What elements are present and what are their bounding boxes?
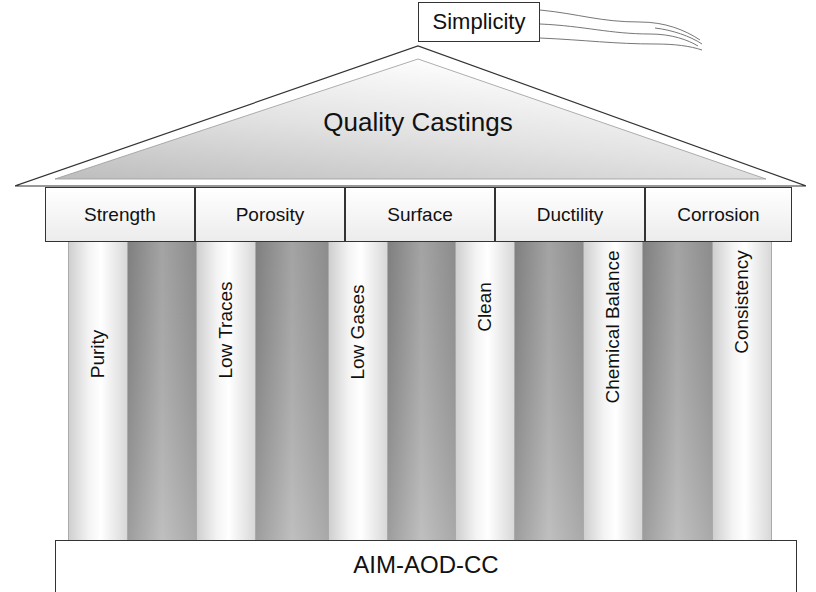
entablature-box: Surface: [345, 187, 495, 242]
base-label: AIM-AOD-CC: [56, 551, 796, 579]
entablature-box: Strength: [45, 187, 195, 242]
column-label: Low Traces: [196, 242, 256, 540]
roof-triangle: Quality Castings: [15, 45, 806, 187]
roof-edge: [15, 46, 806, 186]
plain-columns: [128, 242, 712, 540]
column-text: Purity: [87, 330, 109, 379]
flag-tail: [540, 10, 702, 50]
column-text: Clean: [474, 282, 496, 332]
box-label: Porosity: [236, 204, 305, 226]
flag-line: [540, 10, 700, 40]
entablature-box: Corrosion: [645, 187, 792, 242]
flag-line: [655, 28, 702, 44]
column-label: Purity: [68, 242, 128, 540]
box-label: Surface: [387, 204, 452, 226]
column-text: Low Gases: [347, 284, 369, 379]
column-shading: [128, 242, 712, 540]
column-label: Clean: [455, 242, 515, 540]
column-text: Chemical Balance: [602, 250, 624, 403]
roof-label: Quality Castings: [323, 107, 512, 138]
column-label: Chemical Balance: [583, 242, 643, 540]
base-slab: AIM-AOD-CC: [55, 540, 797, 592]
roof-inner: [55, 59, 766, 179]
flag-line: [540, 38, 702, 50]
box-label: Corrosion: [677, 204, 759, 226]
column-text: Consistency: [731, 250, 753, 354]
flag-box: Simplicity: [418, 2, 540, 42]
box-label: Simplicity: [433, 9, 526, 35]
entablature-box: Ductility: [495, 187, 645, 242]
column-label: Consistency: [712, 242, 772, 540]
box-label: Ductility: [537, 204, 604, 226]
column-text: Low Traces: [215, 281, 237, 378]
entablature-box: Porosity: [195, 187, 345, 242]
box-label: Strength: [84, 204, 156, 226]
column-label: Low Gases: [328, 242, 388, 540]
